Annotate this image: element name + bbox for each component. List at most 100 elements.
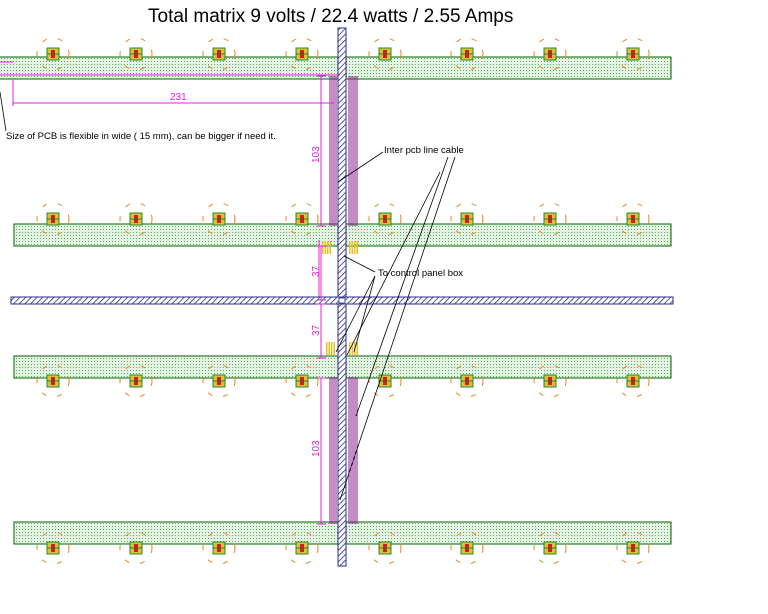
led-module	[202, 364, 236, 398]
led-ring-icon	[533, 531, 567, 565]
connector-pin-icon	[327, 241, 329, 254]
led-module	[450, 531, 484, 565]
led-module	[119, 364, 153, 398]
led-ring-icon	[202, 37, 236, 71]
led-module	[202, 202, 236, 236]
led-module	[616, 37, 650, 71]
pcb-strip	[0, 56, 672, 80]
led-module	[36, 37, 70, 71]
led-module	[119, 531, 153, 565]
led-ring-icon	[36, 531, 70, 565]
connector-pin-icon	[351, 241, 353, 254]
lower-mid-gap-dimension-label: 37	[311, 324, 322, 336]
led-module	[285, 202, 319, 236]
led-module	[202, 37, 236, 71]
led-module	[368, 202, 402, 236]
connector-pin-icon	[349, 241, 351, 254]
led-module	[616, 364, 650, 398]
led-ring-icon	[119, 531, 153, 565]
led-module	[119, 202, 153, 236]
led-ring-icon	[616, 531, 650, 565]
connector-pin-icon	[328, 342, 330, 355]
led-ring-icon	[285, 531, 319, 565]
led-ring-icon	[368, 202, 402, 236]
led-ring-icon	[368, 531, 402, 565]
inter-pcb-cable-label: Inter pcb line cable	[384, 145, 464, 156]
led-module	[285, 531, 319, 565]
led-module	[450, 202, 484, 236]
connector-pin-icon	[324, 241, 326, 254]
led-module	[368, 531, 402, 565]
connector-pin-icon	[354, 241, 356, 254]
led-module	[533, 531, 567, 565]
top-gap-dimension-label: 103	[311, 146, 322, 163]
led-ring-icon	[533, 364, 567, 398]
led-ring-icon	[450, 364, 484, 398]
upper-mid-gap-dimension-label: 37	[311, 265, 322, 277]
led-ring-icon	[36, 364, 70, 398]
led-ring-icon	[450, 531, 484, 565]
led-module	[533, 202, 567, 236]
led-ring-icon	[119, 364, 153, 398]
led-module	[450, 37, 484, 71]
connector-pin-icon	[322, 241, 324, 254]
control-box-leader	[353, 275, 376, 353]
connector-pin-icon	[331, 342, 333, 355]
width-dimension-label: 231	[170, 92, 187, 103]
led-ring-icon	[616, 37, 650, 71]
led-module	[533, 364, 567, 398]
led-ring-icon	[450, 202, 484, 236]
led-ring-icon	[533, 202, 567, 236]
led-ring-icon	[202, 202, 236, 236]
led-ring-icon	[616, 364, 650, 398]
cable-leader	[337, 151, 384, 183]
led-ring-icon	[119, 37, 153, 71]
led-module	[616, 202, 650, 236]
connector-pin-icon	[356, 241, 358, 254]
led-ring-icon	[533, 37, 567, 71]
led-ring-icon	[202, 531, 236, 565]
connector-pin-icon	[326, 342, 328, 355]
connector-pin-icon	[329, 241, 331, 254]
led-module	[533, 37, 567, 71]
led-ring-icon	[119, 202, 153, 236]
led-module	[285, 364, 319, 398]
led-ring-icon	[450, 37, 484, 71]
cable-leader	[346, 171, 441, 356]
led-ring-icon	[36, 202, 70, 236]
bottom-gap-dimension-label: 103	[311, 440, 322, 457]
led-module	[36, 364, 70, 398]
control-box-leader	[335, 275, 376, 353]
led-module	[202, 531, 236, 565]
connector-pin-icon	[356, 342, 358, 355]
pcb-size-leader	[0, 91, 7, 132]
cable-leader	[339, 156, 456, 501]
control-box-leader	[343, 255, 376, 273]
led-ring-icon	[368, 364, 402, 398]
led-ring-icon	[202, 364, 236, 398]
led-module	[285, 37, 319, 71]
led-module	[616, 531, 650, 565]
pcb-size-note: Size of PCB is flexible in wide ( 15 mm)…	[6, 131, 276, 142]
led-module	[36, 531, 70, 565]
led-ring-icon	[285, 202, 319, 236]
led-ring-icon	[616, 202, 650, 236]
connector-pin-icon	[333, 342, 335, 355]
led-module	[368, 364, 402, 398]
connector-pin-icon	[349, 342, 351, 355]
cable-leader	[355, 156, 449, 417]
led-ring-icon	[368, 37, 402, 71]
led-module	[36, 202, 70, 236]
led-ring-icon	[36, 37, 70, 71]
led-module	[368, 37, 402, 71]
connector-pin-icon	[351, 342, 353, 355]
led-module	[450, 364, 484, 398]
led-ring-icon	[285, 364, 319, 398]
led-module	[119, 37, 153, 71]
diagram-title: Total matrix 9 volts / 22.4 watts / 2.55…	[148, 6, 514, 27]
control-panel-box-label: To control panel box	[378, 268, 464, 279]
led-ring-icon	[285, 37, 319, 71]
bar-junction	[338, 297, 346, 304]
